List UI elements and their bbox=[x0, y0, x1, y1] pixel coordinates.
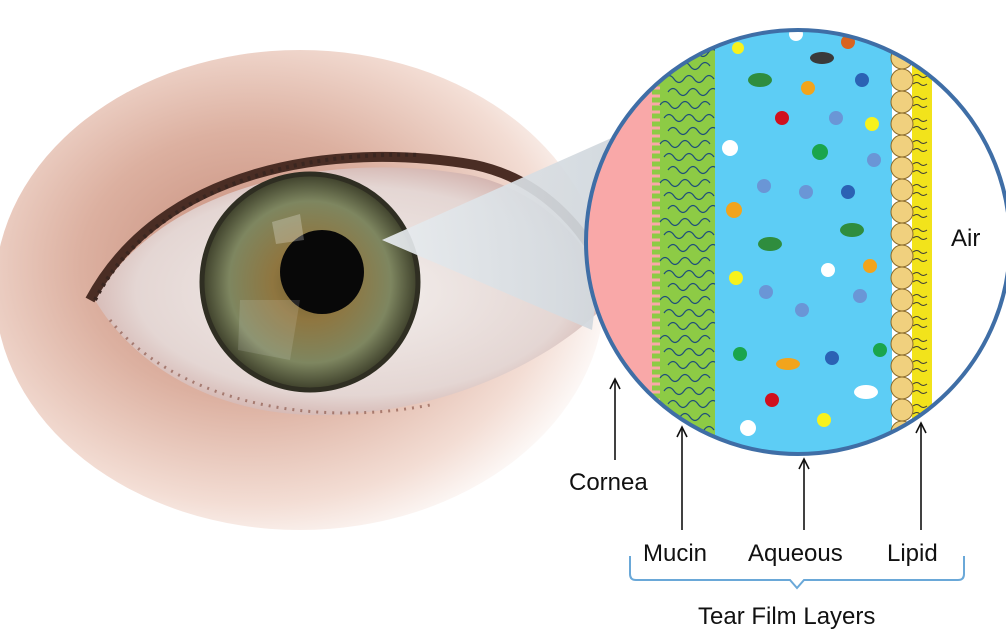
lipid-bead bbox=[891, 69, 913, 91]
group-title: Tear Film Layers bbox=[698, 603, 875, 630]
aqueous-particle bbox=[801, 81, 815, 95]
aqueous-particle bbox=[854, 385, 878, 399]
aqueous-label: Aqueous bbox=[748, 540, 843, 567]
aqueous-particle bbox=[776, 358, 800, 370]
aqueous-particle bbox=[759, 285, 773, 299]
aqueous-particle bbox=[732, 42, 744, 54]
lipid-bead bbox=[891, 311, 913, 333]
lipid-bead bbox=[891, 267, 913, 289]
aqueous-particle bbox=[748, 73, 772, 87]
lipid-bead bbox=[891, 135, 913, 157]
lipid-tail bbox=[913, 435, 927, 438]
aqueous-particle bbox=[810, 52, 834, 64]
lipid-bead bbox=[891, 157, 913, 179]
lipid-bead bbox=[891, 113, 913, 135]
aqueous-particle bbox=[855, 73, 869, 87]
aqueous-particle bbox=[726, 202, 742, 218]
lipid-bead bbox=[891, 355, 913, 377]
lipid-label: Lipid bbox=[887, 540, 938, 567]
lipid-bead bbox=[891, 179, 913, 201]
aqueous-particle bbox=[758, 237, 782, 251]
aqueous-particle bbox=[853, 289, 867, 303]
aqueous-particle bbox=[729, 271, 743, 285]
lipid-bead bbox=[891, 289, 913, 311]
aqueous-particle bbox=[829, 111, 843, 125]
aqueous-particle bbox=[867, 153, 881, 167]
aqueous-particle bbox=[873, 343, 887, 357]
lipid-bead bbox=[891, 377, 913, 399]
lipid-bead bbox=[891, 201, 913, 223]
aqueous-particle bbox=[840, 223, 864, 237]
air-label: Air bbox=[951, 225, 980, 252]
aqueous-particle bbox=[863, 259, 877, 273]
aqueous-particle bbox=[865, 117, 879, 131]
aqueous-particle bbox=[821, 263, 835, 277]
lipid-bead bbox=[891, 223, 913, 245]
aqueous-particle bbox=[757, 179, 771, 193]
aqueous-particle bbox=[740, 420, 756, 436]
lipid-bead bbox=[891, 91, 913, 113]
aqueous-particle bbox=[733, 347, 747, 361]
cornea-label: Cornea bbox=[569, 469, 648, 496]
aqueous-particle bbox=[812, 144, 828, 160]
aqueous-particle bbox=[775, 111, 789, 125]
cornea-layer bbox=[580, 20, 652, 470]
aqueous-particle bbox=[765, 393, 779, 407]
lipid-bead bbox=[891, 245, 913, 267]
aqueous-particle bbox=[817, 413, 831, 427]
lipid-band bbox=[912, 20, 932, 470]
aqueous-particle bbox=[722, 140, 738, 156]
mucin-label: Mucin bbox=[643, 540, 707, 567]
aqueous-particle bbox=[825, 351, 839, 365]
lipid-bead bbox=[891, 399, 913, 421]
aqueous-particle bbox=[795, 303, 809, 317]
lipid-bead bbox=[891, 333, 913, 355]
aqueous-particle bbox=[841, 185, 855, 199]
lipid-tail bbox=[913, 53, 927, 56]
mucin-strand bbox=[664, 37, 714, 44]
aqueous-particle bbox=[799, 185, 813, 199]
mucin-strand bbox=[668, 440, 718, 447]
